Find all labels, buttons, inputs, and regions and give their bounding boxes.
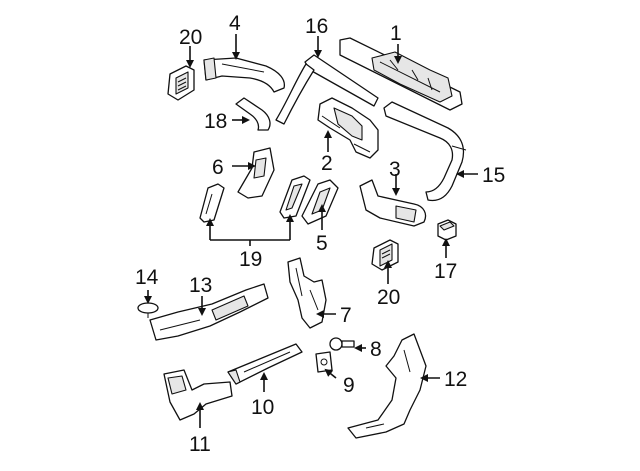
part-6-duct (237, 147, 275, 199)
callout-6: 6 (212, 156, 224, 179)
callout-11: 11 (189, 433, 211, 456)
callout-1: 1 (390, 22, 402, 45)
part-3-duct (359, 179, 427, 227)
part-7-duct (287, 257, 327, 329)
callout-15: 15 (482, 164, 505, 187)
leader-lines (144, 34, 478, 428)
callout-7: 7 (340, 304, 352, 327)
callout-18: 18 (204, 110, 227, 133)
callout-13: 13 (189, 274, 212, 297)
callout-17: 17 (434, 260, 457, 283)
part-9-bracket (315, 351, 333, 373)
callout-16: 16 (305, 15, 328, 38)
callout-14: 14 (135, 266, 159, 289)
callout-10: 10 (251, 396, 274, 419)
part-2-duct (317, 97, 379, 159)
part-1-duct (339, 37, 463, 111)
callout-5: 5 (316, 232, 328, 255)
part-11-floor-duct (163, 369, 233, 421)
part-15-duct-hose (383, 101, 467, 202)
callout-19: 19 (239, 248, 262, 271)
callout-9: 9 (343, 374, 355, 397)
callout-12: 12 (444, 368, 467, 391)
part-16-duct-tube (275, 54, 379, 125)
part-20-vent-upper (167, 65, 195, 101)
part-14-clip (137, 302, 159, 318)
callout-8: 8 (370, 338, 382, 361)
part-18-hose (235, 97, 271, 131)
part-12-floor-duct (347, 333, 427, 439)
part-19-vent-left (199, 183, 225, 223)
part-4-duct-elbow (203, 57, 286, 93)
part-19-vent-right (279, 175, 311, 219)
part-13-floor-duct (149, 283, 269, 341)
callout-3: 3 (389, 158, 401, 181)
part-20-vent-lower (371, 239, 399, 271)
part-10-floor-duct (227, 343, 303, 385)
callout-4: 4 (229, 12, 241, 35)
part-8-bolt (329, 337, 355, 351)
callout-labels: 1 2 3 4 5 6 7 8 9 10 11 12 13 14 15 16 1… (135, 12, 505, 456)
callout-20-lower: 20 (377, 286, 400, 309)
callout-2: 2 (321, 152, 333, 175)
callout-20-upper: 20 (179, 26, 202, 49)
part-17-clip (437, 219, 457, 241)
